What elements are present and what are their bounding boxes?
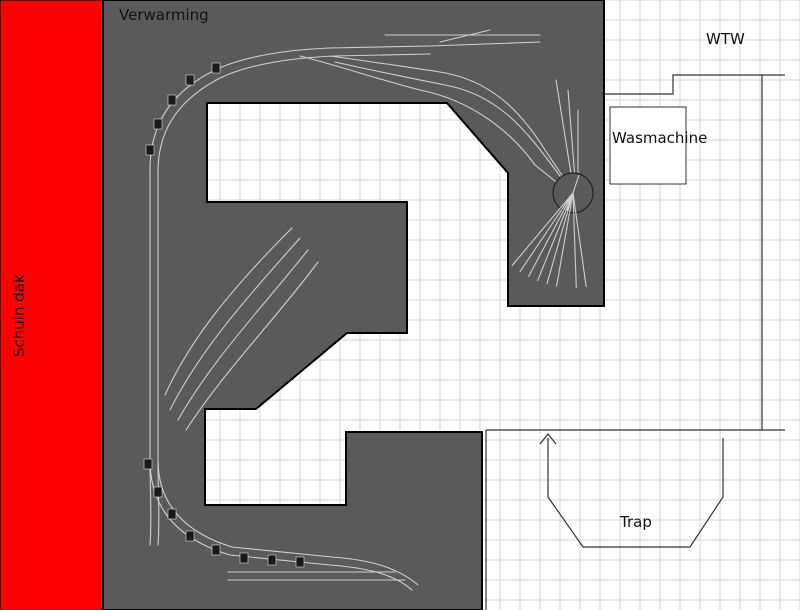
turnout-marker-icon [143, 458, 153, 470]
heating-label: Verwarming [119, 6, 209, 24]
sloped-roof-area [0, 0, 104, 610]
washing-machine [609, 106, 687, 185]
turnout-marker-icon [211, 62, 221, 74]
wtw-label: WTW [706, 30, 745, 48]
turnout-marker-icon [267, 554, 277, 566]
track-yard-2 [169, 237, 301, 411]
turntable-spoke [519, 192, 574, 273]
sloped-roof-label: Schuin dak [10, 274, 28, 357]
track-to-turntable-3 [299, 55, 571, 194]
turntable-bridge [566, 174, 580, 212]
turntable-spoke [572, 192, 577, 288]
track-top-siding-2 [439, 29, 491, 43]
turnout-marker-icon [153, 486, 163, 498]
layout-board [102, 0, 605, 610]
turnout-marker-icon [239, 552, 249, 564]
turnout-marker-icon [185, 530, 195, 542]
turnout-marker-icon [185, 74, 195, 86]
turntable-spoke [527, 192, 574, 278]
washing-machine-label: Wasmachine [612, 129, 707, 147]
track-yard-3 [177, 249, 309, 421]
turntable-spoke [546, 192, 574, 285]
wall-wtw [604, 74, 785, 95]
stairs-outline [547, 438, 724, 548]
track-to-turntable-1 [329, 55, 573, 191]
turnout-markers [143, 62, 305, 568]
turnout-marker-icon [167, 94, 177, 106]
turnout-marker-icon [167, 508, 177, 520]
turnout-marker-icon [211, 544, 221, 556]
stairs-label: Trap [619, 513, 652, 531]
track-bottom-curve-2 [157, 459, 419, 586]
turntable-spoke [536, 192, 574, 282]
turntable-spoke [511, 192, 574, 267]
turnout-marker-icon [145, 144, 155, 156]
turntable-spoke [555, 192, 574, 287]
turntable-spokes [511, 174, 587, 288]
track-to-turntable-2 [334, 61, 573, 193]
arrow-up-icon [539, 433, 557, 445]
track-bottom-curve-1 [149, 459, 413, 591]
track-yard-4 [185, 261, 319, 431]
turntable-spoke [572, 192, 587, 288]
turnout-marker-icon [295, 556, 305, 568]
track-yard-1 [164, 227, 293, 396]
turnout-marker-icon [153, 118, 163, 130]
